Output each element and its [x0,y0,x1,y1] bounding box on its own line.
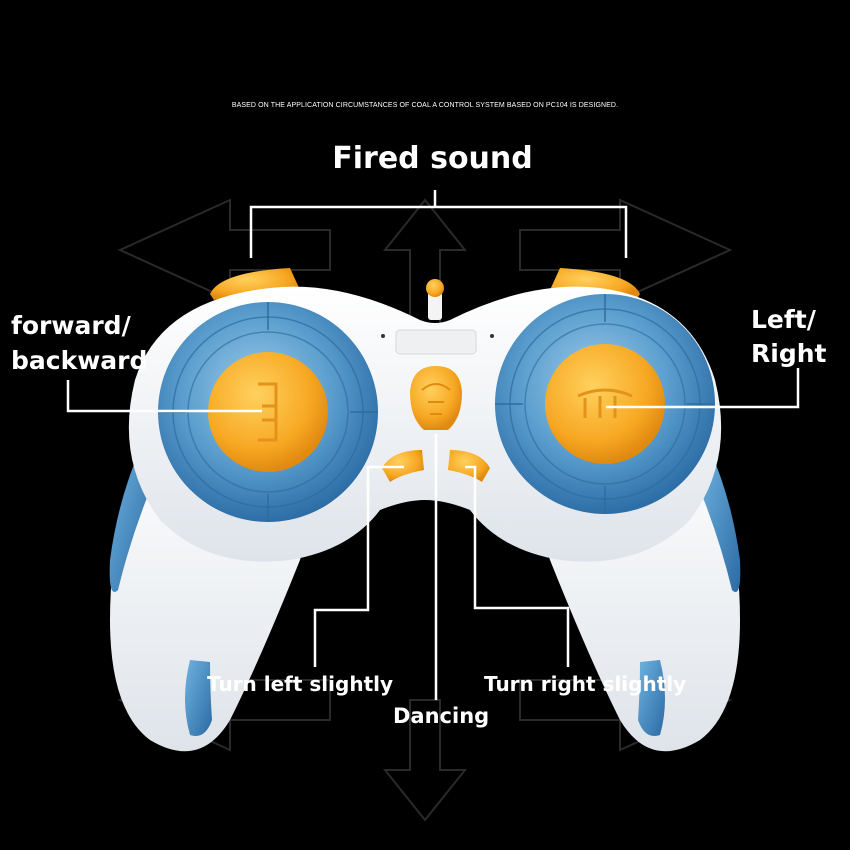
fired-sound-label: Fired sound [332,141,533,176]
leftright-leader [606,368,800,409]
center-buttons [382,366,490,482]
left-shoulder-button[interactable] [210,268,300,300]
backward-label: backward [11,346,148,375]
antenna [426,279,444,320]
forward-label: forward/ [11,311,131,340]
dancing-button[interactable] [410,366,462,430]
right-label: Right [751,339,827,368]
turn-right-label: Turn right slightly [484,672,687,696]
left-joystick-knob[interactable] [208,352,328,472]
turn-left-leader [313,465,404,667]
right-joystick-knob[interactable] [545,344,665,464]
forward-leader [66,380,262,413]
turn-right-leader [465,465,570,667]
caption-text: BASED ON THE APPLICATION CIRCUMSTANCES O… [231,102,619,109]
right-joystick-pad [495,294,715,514]
center-panel [381,329,494,355]
fired-sound-leader [249,190,628,258]
left-label: Left/ [751,305,816,334]
dancing-label: Dancing [393,704,490,728]
leader-lines [66,190,800,700]
turn-left-label: Turn left slightly [207,672,394,696]
